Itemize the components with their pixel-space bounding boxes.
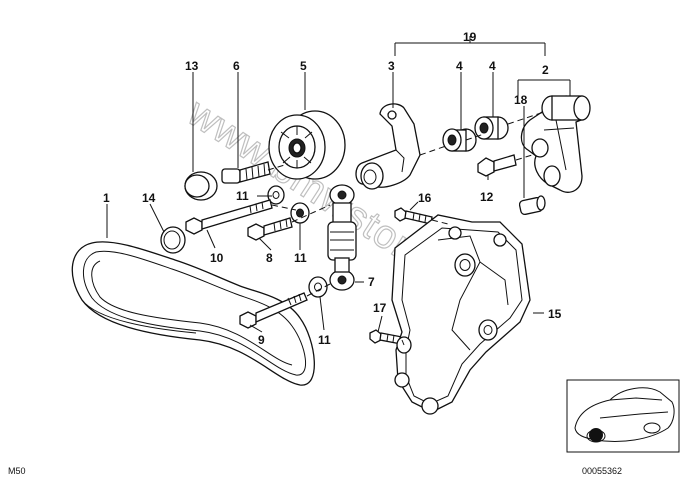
callout-labels: 19 3 4 4 2 18 13 6 5 12 11 14 1 16 10 8 … bbox=[103, 30, 562, 347]
callout-11b[interactable]: 11 bbox=[294, 251, 307, 265]
idler-pulley-part-5[interactable] bbox=[268, 110, 346, 180]
callout-14[interactable]: 14 bbox=[142, 191, 156, 205]
callout-7[interactable]: 7 bbox=[368, 275, 375, 289]
callout-2[interactable]: 2 bbox=[542, 63, 549, 77]
bolt-part-8[interactable] bbox=[247, 217, 293, 241]
assembly-axis-lines bbox=[267, 111, 545, 346]
callout-17[interactable]: 17 bbox=[373, 301, 387, 315]
diagram-number: 00055362 bbox=[582, 466, 622, 476]
bracket-part-2[interactable] bbox=[520, 95, 591, 193]
leader-lines bbox=[106, 36, 571, 333]
callout-9[interactable]: 9 bbox=[258, 333, 265, 347]
bushing-part-4b[interactable] bbox=[474, 116, 509, 140]
callout-10[interactable]: 10 bbox=[210, 251, 224, 265]
callout-15[interactable]: 15 bbox=[548, 307, 562, 321]
callout-6[interactable]: 6 bbox=[233, 59, 240, 73]
callout-11c[interactable]: 11 bbox=[318, 333, 331, 347]
callout-4b[interactable]: 4 bbox=[489, 59, 496, 73]
sleeve-part-18[interactable] bbox=[518, 195, 546, 216]
bushing-part-4a[interactable] bbox=[442, 128, 477, 152]
bolt-part-12[interactable] bbox=[477, 154, 517, 177]
washer-part-11a[interactable] bbox=[267, 185, 285, 205]
cover-part-14[interactable] bbox=[160, 226, 186, 254]
callout-4a[interactable]: 4 bbox=[456, 59, 463, 73]
callout-8[interactable]: 8 bbox=[266, 251, 273, 265]
callout-13[interactable]: 13 bbox=[185, 59, 199, 73]
vehicle-location-inset bbox=[566, 379, 680, 453]
callout-18[interactable]: 18 bbox=[514, 93, 528, 107]
washer-part-11c[interactable] bbox=[308, 276, 328, 298]
callout-16[interactable]: 16 bbox=[418, 191, 432, 205]
engine-location-marker bbox=[589, 428, 603, 442]
bracket-part-3[interactable] bbox=[355, 103, 421, 190]
washer-part-11b[interactable] bbox=[290, 202, 310, 224]
callout-5[interactable]: 5 bbox=[300, 59, 307, 73]
cap-part-13[interactable] bbox=[184, 171, 218, 201]
belt-part-1[interactable] bbox=[71, 241, 315, 386]
callout-19[interactable]: 19 bbox=[463, 30, 477, 44]
bolt-part-6[interactable] bbox=[221, 161, 271, 184]
callout-3[interactable]: 3 bbox=[388, 59, 395, 73]
model-code: M50 bbox=[8, 466, 26, 476]
bolt-part-9[interactable] bbox=[239, 292, 308, 329]
bolt-part-10[interactable] bbox=[185, 199, 273, 235]
bracket-part-15[interactable] bbox=[391, 214, 531, 415]
callout-1[interactable]: 1 bbox=[103, 191, 110, 205]
callout-12[interactable]: 12 bbox=[480, 190, 494, 204]
damper-part-7[interactable] bbox=[327, 184, 357, 291]
callout-11a[interactable]: 11 bbox=[236, 189, 249, 203]
